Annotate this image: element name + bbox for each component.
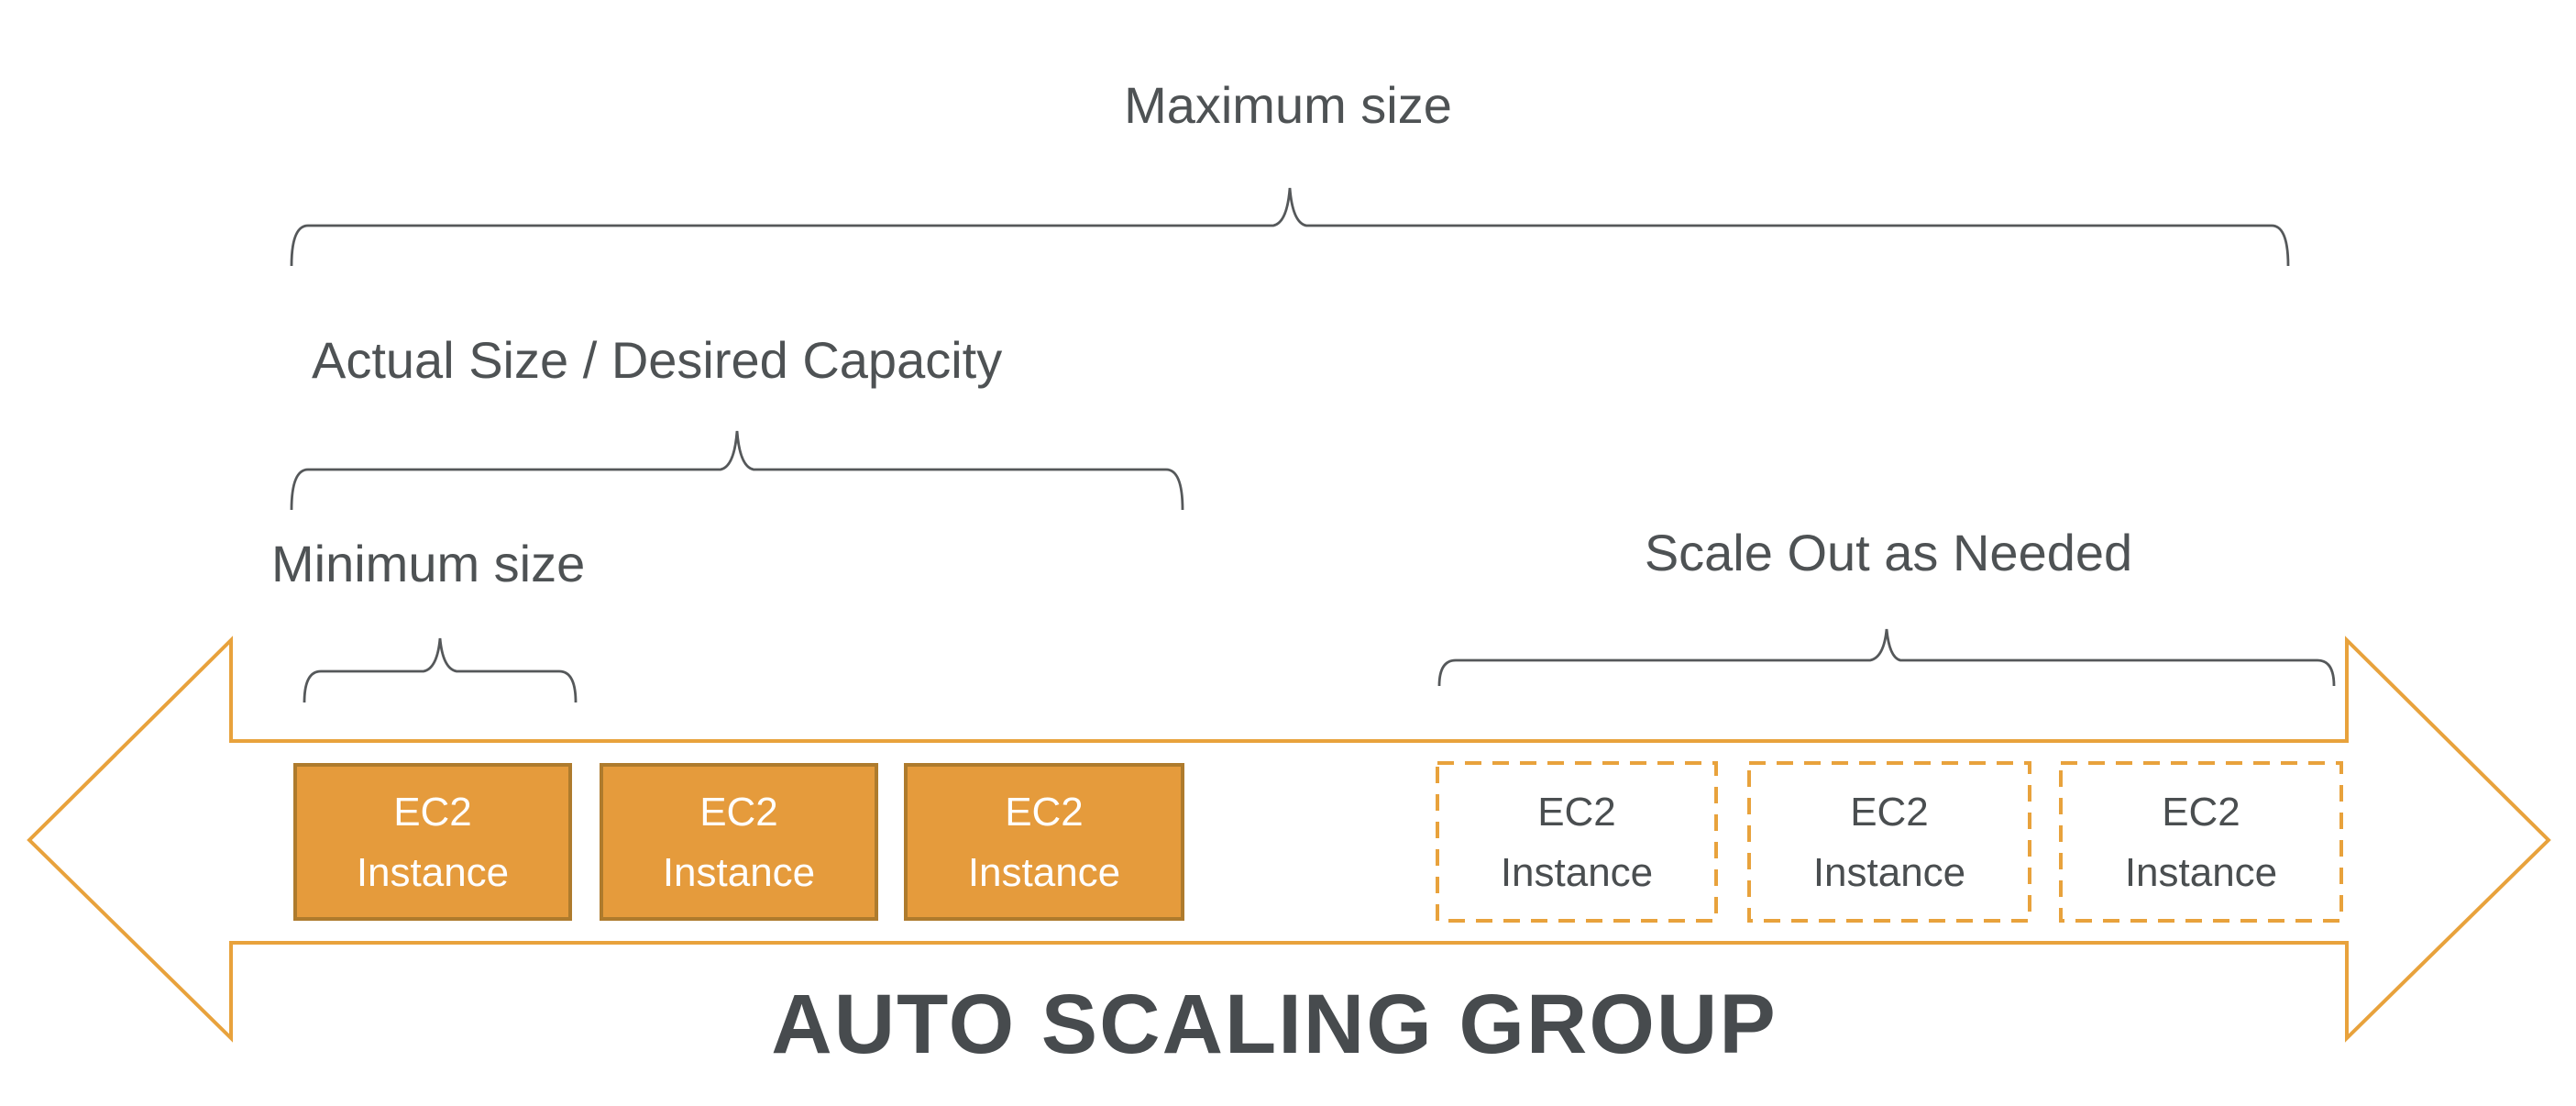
ec2-instance-box-solid: EC2 Instance (904, 763, 1184, 921)
ec2-dashed-box-outline (1436, 761, 1718, 923)
auto-scaling-group-title: AUTO SCALING GROUP (771, 976, 1778, 1071)
ec2-dashed-box-outline (2059, 761, 2343, 923)
ec2-instance-label-line2: Instance (662, 849, 816, 895)
ec2-instance-label-line2: Instance (967, 849, 1121, 895)
ec2-instance-box-solid: EC2 Instance (293, 763, 572, 921)
scale-out-brace (1437, 628, 2336, 687)
actual-size-brace (290, 430, 1184, 511)
ec2-instance-label-line1: EC2 (1537, 789, 1616, 835)
ec2-instance-label-line2: Instance (2124, 849, 2278, 895)
maximum-size-brace (290, 187, 2290, 267)
ec2-instance-box-dashed: EC2 Instance (1749, 763, 2030, 921)
ec2-instance-box-solid: EC2 Instance (600, 763, 878, 921)
ec2-instance-label-line1: EC2 (699, 789, 778, 835)
ec2-instance-box-dashed: EC2 Instance (2061, 763, 2341, 921)
ec2-instance-label-line2: Instance (356, 849, 510, 895)
actual-size-label: Actual Size / Desired Capacity (312, 332, 1003, 389)
ec2-instance-label-line1: EC2 (393, 789, 472, 835)
scale-out-label: Scale Out as Needed (1644, 525, 2133, 581)
ec2-instance-box-dashed: EC2 Instance (1437, 763, 1716, 921)
ec2-instance-label-line1: EC2 (1850, 789, 1929, 835)
ec2-instance-label-line1: EC2 (2162, 789, 2240, 835)
ec2-instance-label-line2: Instance (1500, 849, 1654, 895)
ec2-instance-label-line2: Instance (1812, 849, 1966, 895)
auto-scaling-group-arrow (27, 636, 2551, 1043)
minimum-size-label: Minimum size (271, 536, 586, 592)
maximum-size-label: Maximum size (1124, 77, 1452, 134)
minimum-size-brace (303, 637, 578, 703)
ec2-instance-label-line1: EC2 (1005, 789, 1084, 835)
ec2-dashed-box-outline (1747, 761, 2031, 923)
